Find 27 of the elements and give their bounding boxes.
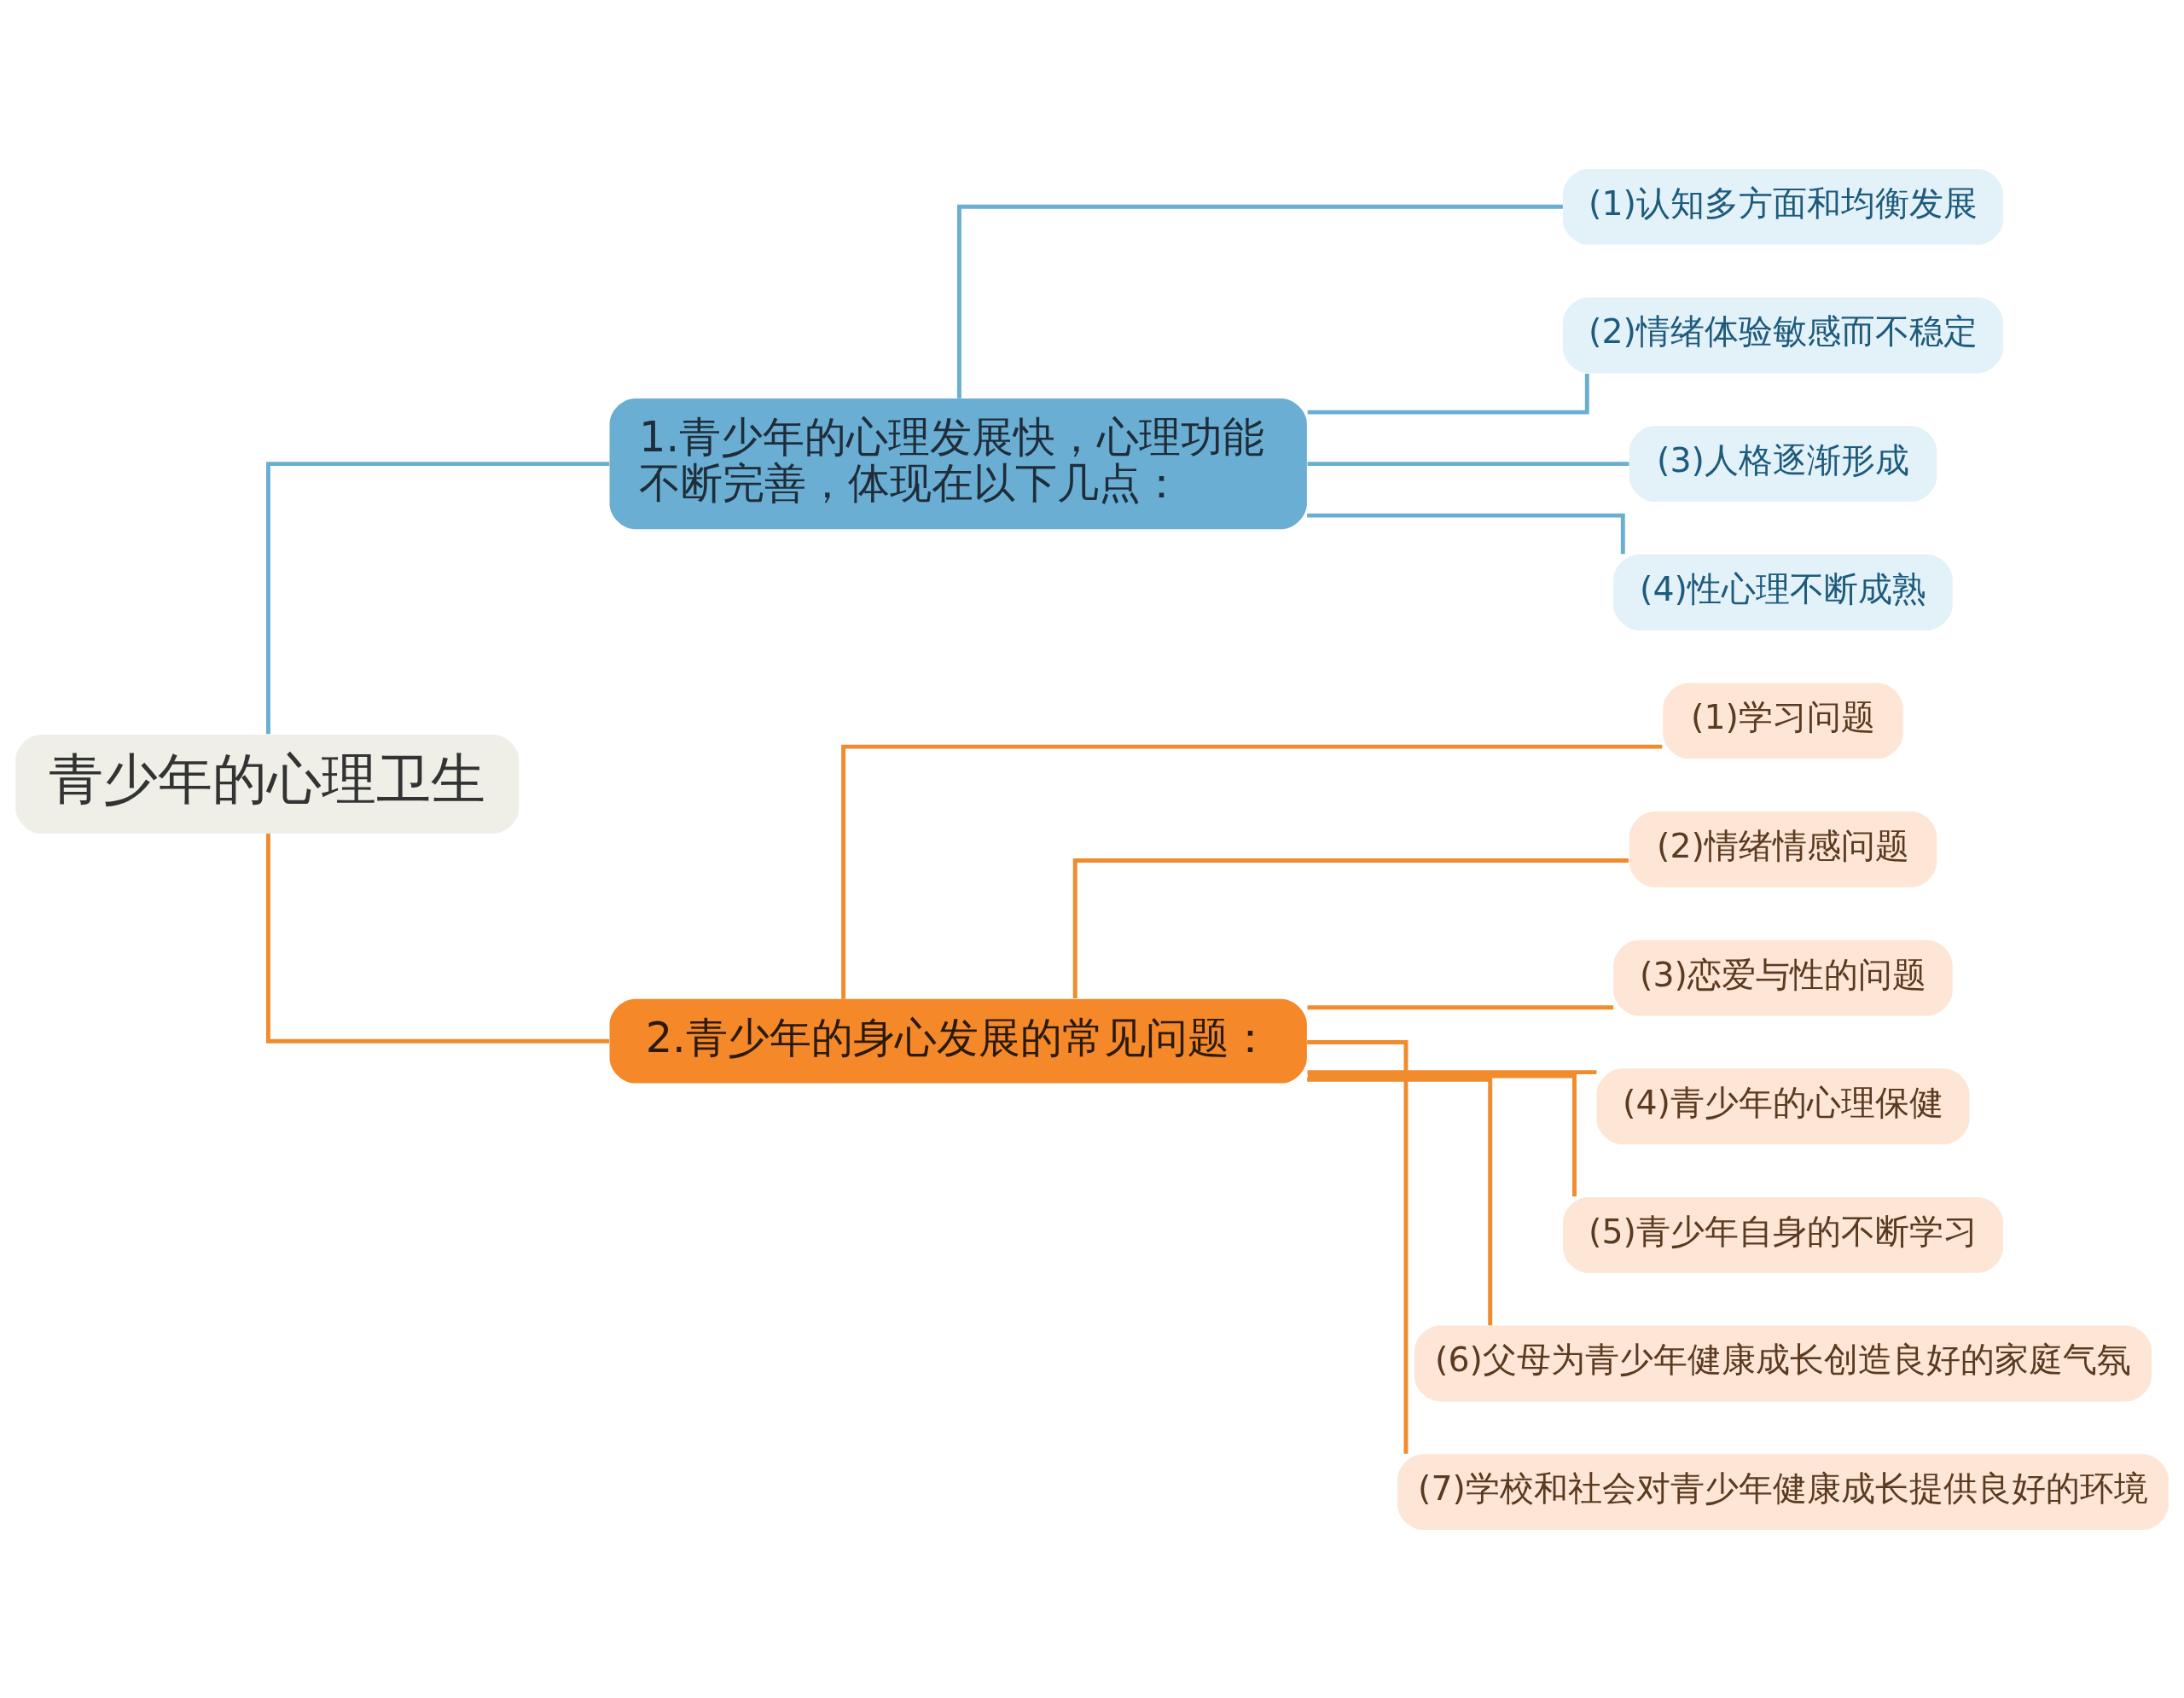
connector [1307,1039,1409,1454]
node-box: 1.青少年的心理发展快，心理功能不断完善，体现在以下几点： [609,398,1307,529]
connector [1307,513,1625,554]
connector [1307,461,1629,466]
node-box: (1)认知多方面和均衡发展 [1562,168,2003,245]
node-box: (2)情绪情感问题 [1629,811,1937,887]
node-box: (4)性心理不断成熟 [1613,554,1953,631]
connector [956,204,1563,398]
node-box: (2)情绪体验敏感而不稳定 [1562,297,2003,373]
node-box: (4)青少年的心理保健 [1596,1067,1970,1144]
connector [1307,1077,1493,1325]
node-box: (3)人格逐渐形成 [1629,425,1937,502]
connector [1307,1069,1597,1074]
connector [1307,373,1589,415]
connector [841,744,1663,999]
node-box: (5)青少年自身的不断学习 [1562,1196,2003,1273]
connector [1307,1073,1577,1196]
connector [266,833,610,1044]
connector [1307,1004,1614,1009]
node-box: (1)学习问题 [1663,682,1903,759]
node-box: 青少年的心理卫生 [15,734,520,834]
node-box: (6)父母为青少年健康成长创造良好的家庭气氛 [1414,1325,2152,1401]
connector [266,461,610,734]
node-box: (7)学校和社会对青少年健康成长提供良好的环境 [1397,1453,2169,1530]
node-box: (3)恋爱与性的问题 [1613,939,1953,1016]
node-box: 2.青少年的身心发展的常见问题： [609,998,1307,1084]
connector [1072,858,1629,998]
